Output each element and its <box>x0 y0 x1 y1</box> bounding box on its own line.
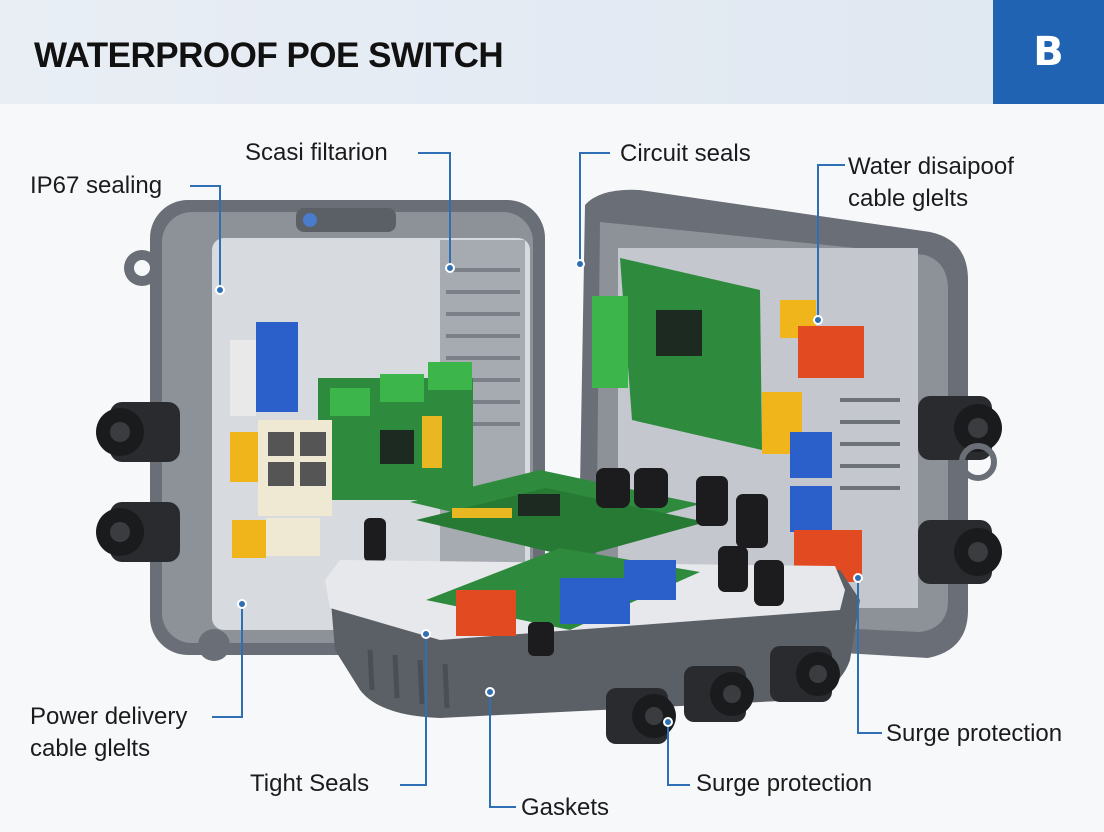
left-enclosure <box>96 200 545 661</box>
callout-water-line2: cable glelts <box>848 185 969 212</box>
callout-tight-seals: Tight Seals <box>250 770 370 797</box>
callout-water-line1: Water disaipoof <box>848 153 1014 180</box>
callout-circuit-seals: Circuit seals <box>620 140 751 167</box>
callout-surge-protection-bottom: Surge protection <box>696 770 873 797</box>
brand-logo: B <box>993 0 1104 104</box>
callout-surge-protection-right: Surge protection <box>886 720 1063 747</box>
callout-ip67-sealing: IP67 sealing <box>30 172 163 199</box>
callout-dots <box>215 259 863 727</box>
header-bar <box>0 0 1104 104</box>
callout-lines <box>190 152 882 808</box>
base-tray <box>325 468 860 744</box>
callout-gaskets: Gaskets <box>521 794 610 821</box>
callout-scasi-filtarion: Scasi filtarion <box>245 139 388 166</box>
callout-power-line2: cable glelts <box>30 735 151 762</box>
callout-power-line1: Power delivery <box>30 703 188 730</box>
page-title: WATERPROOF POE SWITCH <box>34 36 504 75</box>
right-enclosure <box>578 189 1002 658</box>
